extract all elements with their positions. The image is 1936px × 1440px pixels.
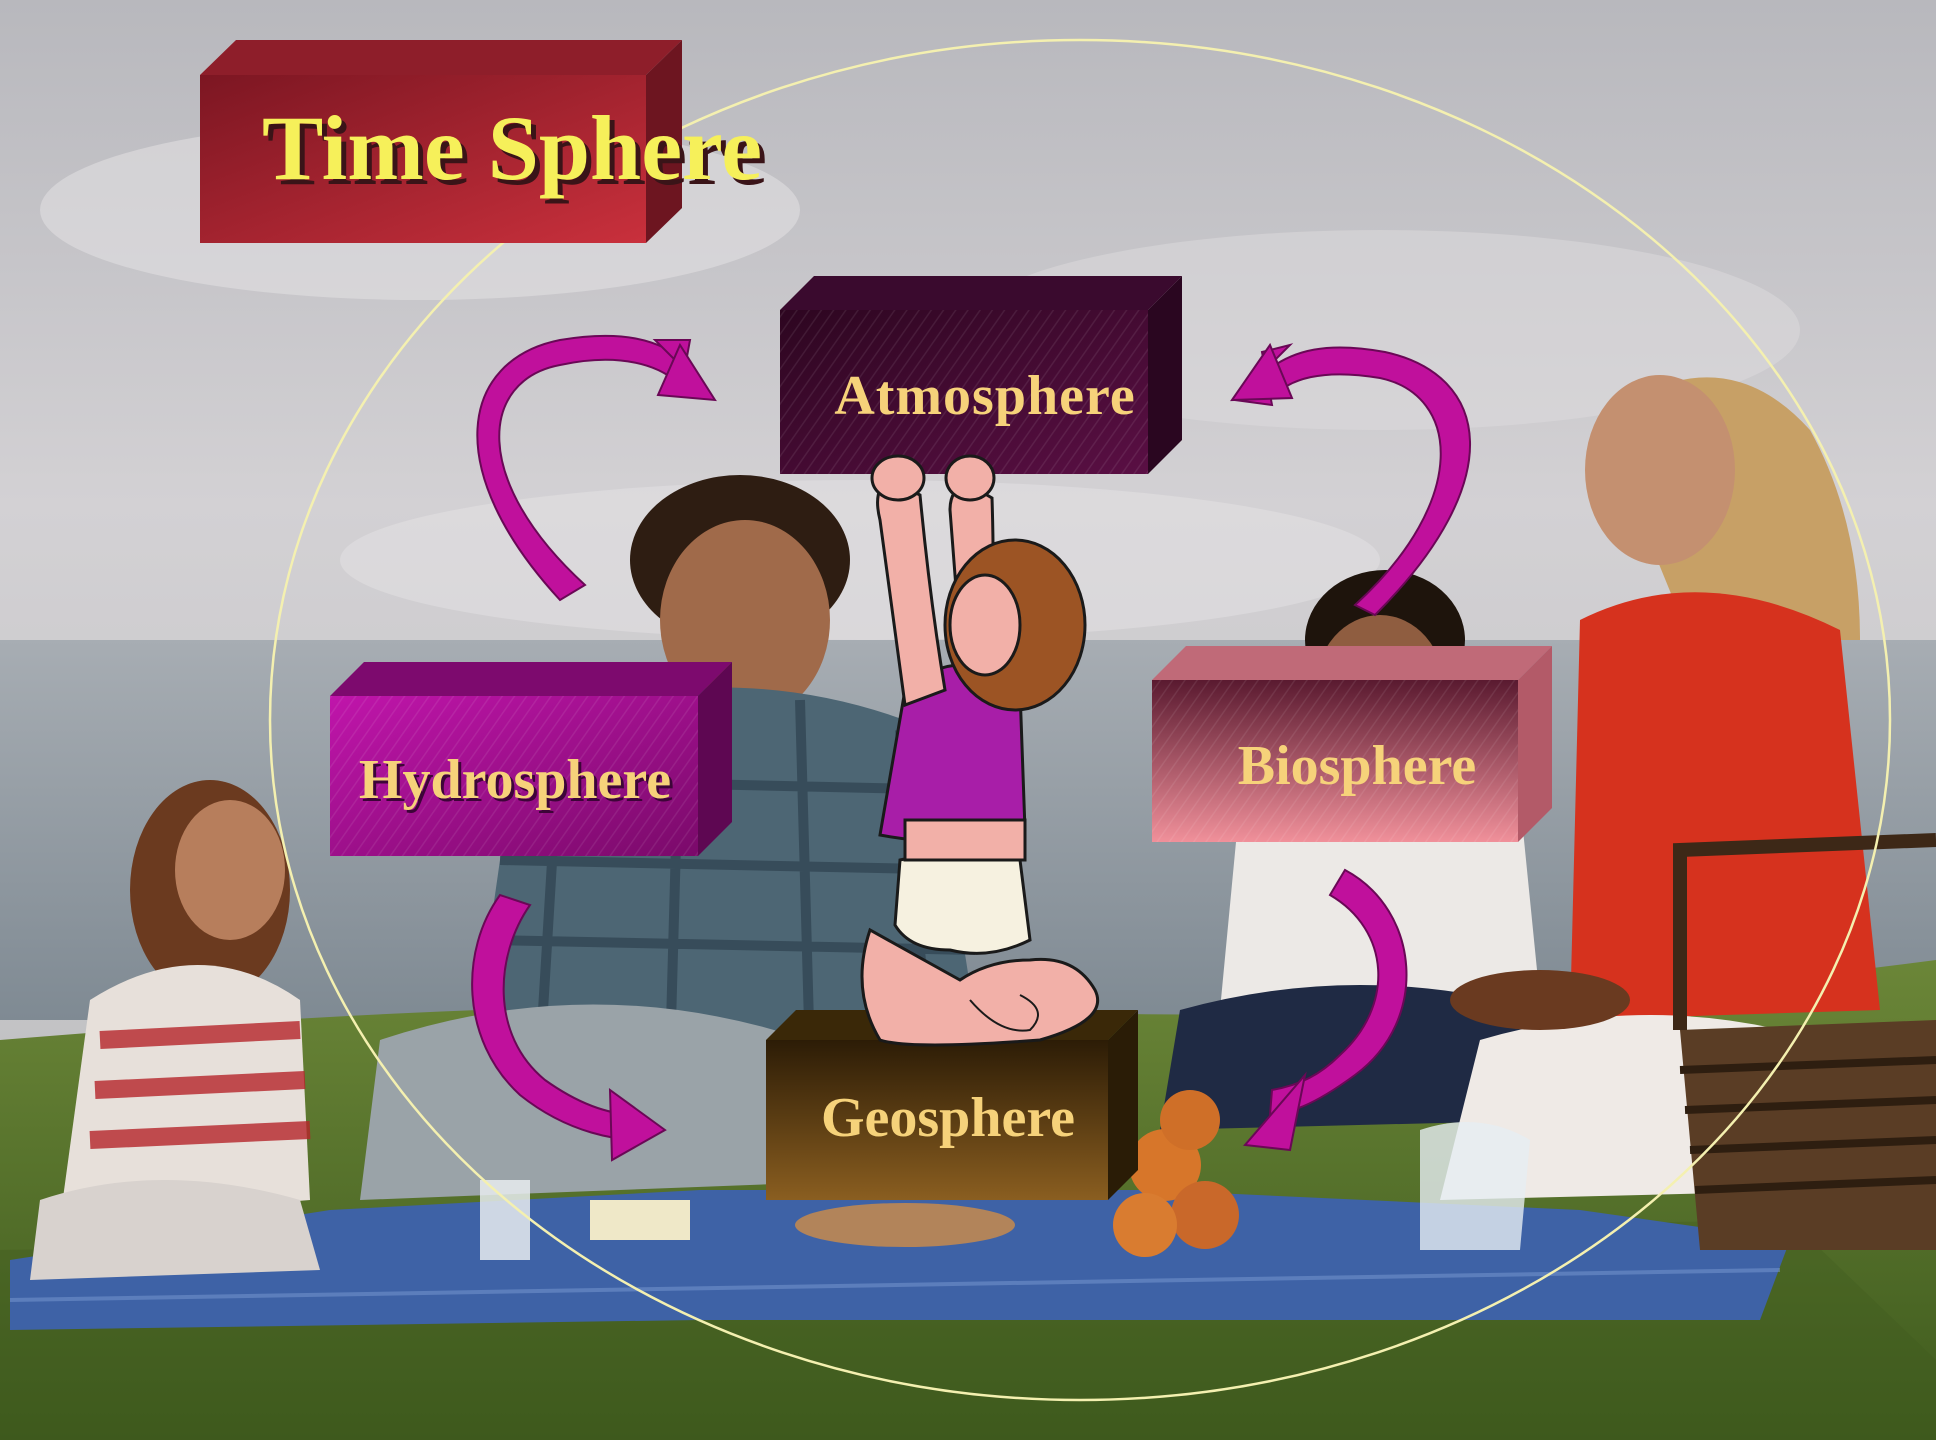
biosphere-label: Biosphere: [1238, 734, 1477, 798]
diagram-title: Time Sphere: [262, 95, 762, 201]
hydrosphere-label: Hydrosphere: [359, 748, 671, 812]
geosphere-label: Geosphere: [821, 1086, 1075, 1150]
atmosphere-label: Atmosphere: [834, 364, 1135, 428]
